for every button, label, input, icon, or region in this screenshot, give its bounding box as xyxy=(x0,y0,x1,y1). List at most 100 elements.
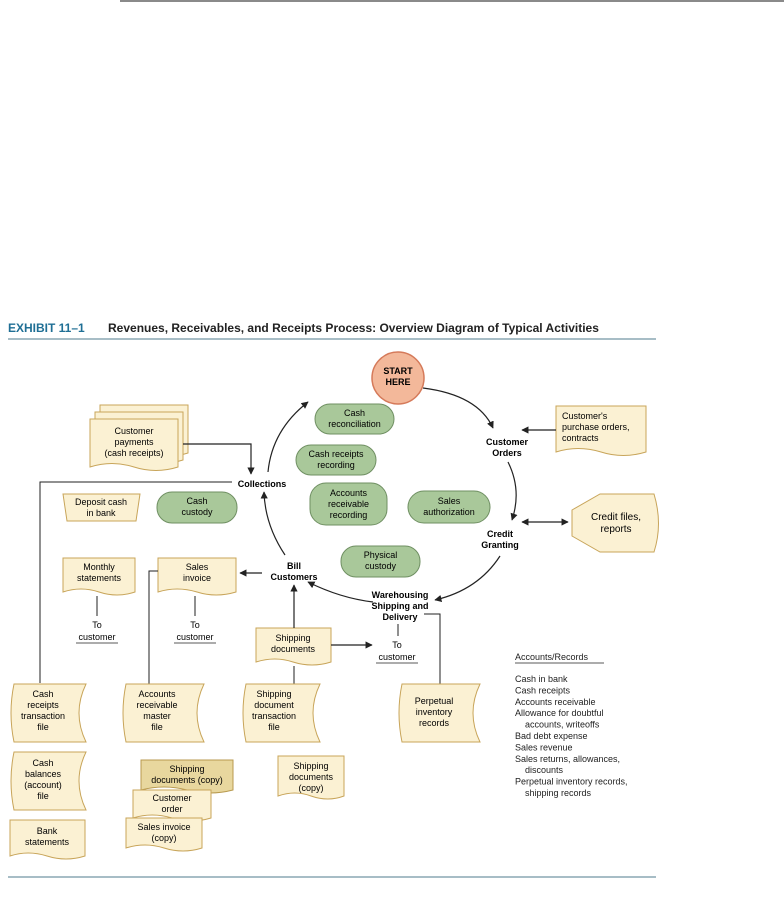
file-shipping-document: Shipping document transaction file xyxy=(242,683,321,743)
customer-payments-line2: payments xyxy=(114,437,154,447)
doc-customer-payments: Customer payments (cash receipts) xyxy=(89,404,189,471)
doc-purchase-orders: Customer's purchase orders, contracts xyxy=(555,405,647,456)
start-line1: START xyxy=(383,366,413,376)
credit-files-line2: reports xyxy=(600,524,631,535)
ar-recording-line3: recording xyxy=(330,510,368,520)
to-customer-3-line2: customer xyxy=(378,652,415,662)
cash-reconciliation-line1: Cash xyxy=(344,408,365,418)
customer-order-line1: Customer xyxy=(152,793,191,803)
cash-receipts-file-line3: transaction xyxy=(21,711,65,721)
to-customer-1: To customer xyxy=(76,620,118,644)
stage-bill-customers-line2: Customers xyxy=(270,572,317,582)
shipping-doc-file-line3: transaction xyxy=(252,711,296,721)
deposit-cash-line1: Deposit cash xyxy=(75,497,127,507)
conn-warehouse-to-inventory xyxy=(424,613,441,684)
to-customer-3: To customer xyxy=(376,640,418,664)
arc-collections-to-start xyxy=(267,401,309,473)
purchase-orders-line2: purchase orders, xyxy=(562,422,630,432)
stage-customer-orders-line2: Orders xyxy=(492,448,522,458)
exhibit-title: Revenues, Receivables, and Receipts Proc… xyxy=(108,321,599,335)
purchase-orders-line3: contracts xyxy=(562,433,599,443)
bank-statements-line2: statements xyxy=(25,837,70,847)
customer-payments-line1: Customer xyxy=(114,426,153,436)
ar-recording-line2: receivable xyxy=(328,499,369,509)
stage-customer-orders: Customer Orders xyxy=(486,437,529,458)
arc-start-to-orders xyxy=(422,387,494,429)
stage-bill-customers-line1: Bill xyxy=(287,561,301,571)
cash-balances-line3: (account) xyxy=(24,780,62,790)
accounts-record-item: shipping records xyxy=(525,788,592,798)
doc-sales-invoice: Sales invoice xyxy=(157,557,237,596)
customer-order-line2: order xyxy=(161,804,182,814)
customer-payments-line3: (cash receipts) xyxy=(104,448,163,458)
perpetual-inventory-line2: inventory xyxy=(416,707,453,717)
doc-sales-invoice-copy: Sales invoice (copy) xyxy=(125,817,203,852)
doc-shipping-documents: Shipping documents xyxy=(255,627,332,666)
shipping-copy-line3: (copy) xyxy=(298,783,323,793)
doc-credit-files: Credit files, reports xyxy=(571,493,659,553)
sales-authorization-line1: Sales xyxy=(438,496,461,506)
ar-master-file-line2: receivable xyxy=(136,700,177,710)
bank-statements-line1: Bank xyxy=(37,826,58,836)
doc-shipping-docs-copy: Shipping documents (copy) xyxy=(277,755,345,800)
ar-master-file-line3: master xyxy=(143,711,171,721)
doc-shipping-docs-copy-green: Shipping documents (copy) xyxy=(140,759,234,794)
sales-invoice-line2: invoice xyxy=(183,573,211,583)
stage-warehousing-line3: Delivery xyxy=(382,612,417,622)
arc-orders-to-credit xyxy=(507,461,518,521)
sales-invoice-line1: Sales xyxy=(186,562,209,572)
cash-receipts-file-line4: file xyxy=(37,722,49,732)
shipping-doc-file-line4: file xyxy=(268,722,280,732)
ar-recording-line1: Accounts xyxy=(330,488,368,498)
ar-master-file-line1: Accounts xyxy=(138,689,176,699)
cash-receipts-file-line2: receipts xyxy=(27,700,59,710)
stage-bill-customers: Bill Customers xyxy=(270,561,317,582)
stage-credit-granting-line1: Credit xyxy=(487,529,513,539)
control-cash-receipts-recording: Cash receipts recording xyxy=(295,444,377,476)
control-ar-recording: Accounts receivable recording xyxy=(309,482,388,526)
sales-invoice-copy-line2: (copy) xyxy=(151,833,176,843)
perpetual-inventory-line3: records xyxy=(419,718,450,728)
physical-custody-line1: Physical xyxy=(364,550,398,560)
doc-deposit-cash: Deposit cash in bank xyxy=(62,493,141,522)
control-cash-custody: Cash custody xyxy=(156,491,238,524)
accounts-record-item: Sales revenue xyxy=(515,742,573,752)
cash-custody-line2: custody xyxy=(181,507,213,517)
control-physical-custody: Physical custody xyxy=(340,545,421,578)
physical-custody-line2: custody xyxy=(365,561,397,571)
control-cash-reconciliation: Cash reconciliation xyxy=(314,403,395,435)
shipping-documents-line1: Shipping xyxy=(275,633,310,643)
stage-customer-orders-line1: Customer xyxy=(486,437,529,447)
arc-credit-to-warehouse xyxy=(434,555,501,603)
accounts-record-item: Cash receipts xyxy=(515,685,571,695)
accounts-records-title: Accounts/Records xyxy=(515,652,589,662)
exhibit-label: EXHIBIT 11–1 xyxy=(8,321,85,335)
shipping-copy-green-line1: Shipping xyxy=(169,764,204,774)
deposit-cash-line2: in bank xyxy=(86,508,116,518)
cash-receipts-file-line1: Cash xyxy=(32,689,53,699)
shipping-documents-line2: documents xyxy=(271,644,316,654)
to-customer-1-line1: To xyxy=(92,620,102,630)
cash-balances-line2: balances xyxy=(25,769,62,779)
stage-credit-granting: Credit Granting xyxy=(481,529,519,550)
accounts-record-item: Sales returns, allowances, xyxy=(515,754,620,764)
stage-credit-granting-line2: Granting xyxy=(481,540,519,550)
sales-invoice-copy-line1: Sales invoice xyxy=(137,822,190,832)
credit-files-line1: Credit files, xyxy=(591,512,641,523)
purchase-orders-line1: Customer's xyxy=(562,411,608,421)
arc-warehouse-to-bill xyxy=(307,581,374,603)
conn-payments-to-collections xyxy=(183,443,255,475)
file-cash-receipts: Cash receipts transaction file xyxy=(10,683,87,743)
accounts-record-item: Bad debt expense xyxy=(515,731,588,741)
file-ar-master: Accounts receivable master file xyxy=(122,683,205,743)
control-sales-authorization: Sales authorization xyxy=(407,490,491,524)
to-customer-3-line1: To xyxy=(392,640,402,650)
shipping-doc-file-line2: document xyxy=(254,700,294,710)
accounts-record-item: Allowance for doubtful xyxy=(515,708,604,718)
cash-custody-line1: Cash xyxy=(186,496,207,506)
ar-master-file-line4: file xyxy=(151,722,163,732)
conn-collections-to-cash-file xyxy=(39,481,232,683)
accounts-record-item: discounts xyxy=(525,765,564,775)
